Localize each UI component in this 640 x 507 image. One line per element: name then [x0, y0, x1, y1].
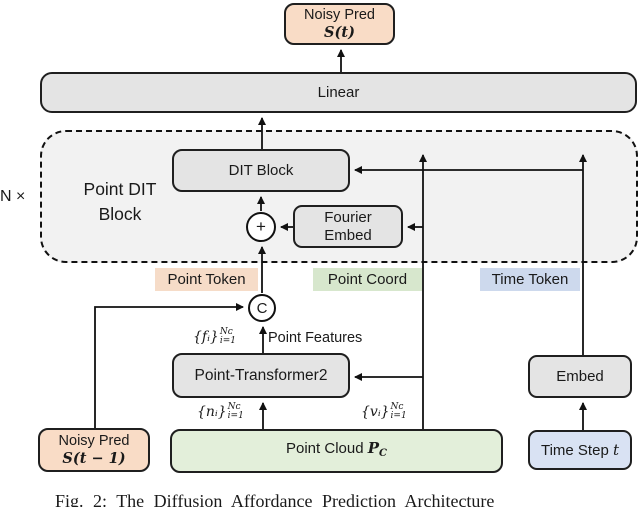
concat-operator: C	[248, 294, 276, 322]
v-set-main: {vᵢ}	[361, 404, 390, 420]
noisy-pred-input-math: S(t − 1)	[62, 450, 126, 467]
time-step-symbol: t	[612, 440, 619, 459]
point-features-label: Point Features	[268, 330, 363, 346]
linear-label: Linear	[317, 84, 360, 101]
point-cloud-symbol-sub: C	[379, 448, 387, 459]
node-fourier-embed: Fourier Embed	[293, 205, 403, 248]
noisy-pred-output-title: Noisy Pred	[304, 7, 375, 23]
time-step-label: Time Step t	[541, 441, 619, 460]
noisy-pred-output-math: S(t)	[324, 24, 355, 41]
dit-block-label: DIT Block	[228, 162, 294, 179]
noisy-pred-input-title: Noisy Pred	[58, 433, 130, 449]
point-features-set-label: {fᵢ} Nᴄ i=1	[193, 328, 236, 346]
point-cloud-label: Point Cloud PC	[286, 439, 387, 463]
node-linear: Linear	[40, 72, 637, 113]
node-dit-block: DIT Block	[172, 149, 350, 192]
repeat-count-label: N ×	[0, 188, 26, 205]
normals-set-label: {nᵢ} Nᴄ i=1	[197, 403, 244, 421]
fourier-embed-line2: Embed	[324, 226, 372, 244]
node-noisy-pred-output: Noisy Pred S(t)	[284, 3, 395, 45]
n-set-main: {nᵢ}	[197, 404, 227, 420]
point-dit-block-title-line1: Point DIT	[83, 179, 157, 199]
concat-operator-glyph: C	[256, 299, 268, 317]
f-set-sub: i=1	[219, 336, 236, 346]
time-step-text: Time Step	[540, 441, 609, 459]
point-cloud-text: Point Cloud	[286, 440, 364, 457]
add-operator: +	[246, 212, 276, 242]
node-point-cloud: Point Cloud PC	[170, 429, 503, 473]
add-operator-glyph: +	[256, 217, 266, 236]
node-time-step: Time Step t	[528, 430, 632, 470]
point-cloud-symbol: P	[367, 439, 380, 457]
v-set-sub: i=1	[390, 411, 407, 421]
figure-caption: Fig. 2: The Diffusion Affordance Predict…	[55, 491, 495, 507]
fourier-embed-line1: Fourier	[324, 208, 372, 226]
n-set-sub: i=1	[227, 411, 244, 421]
coords-set-label: {vᵢ} Nᴄ i=1	[361, 403, 407, 421]
tag-point-coord: Point Coord	[313, 268, 422, 291]
point-dit-block-title: Point DIT Block	[54, 177, 186, 227]
node-point-transformer2: Point-Transformer2	[172, 353, 350, 398]
tag-point-token: Point Token	[155, 268, 258, 291]
f-set-main: {fᵢ}	[193, 329, 219, 345]
node-noisy-pred-input: Noisy Pred S(t − 1)	[38, 428, 150, 472]
node-embed: Embed	[528, 355, 632, 398]
v-set-sup: Nᴄ	[390, 402, 404, 412]
point-dit-block-title-line2: Block	[98, 204, 142, 224]
embed-label: Embed	[556, 368, 604, 385]
tag-time-token: Time Token	[480, 268, 580, 291]
point-transformer2-label: Point-Transformer2	[194, 367, 328, 384]
